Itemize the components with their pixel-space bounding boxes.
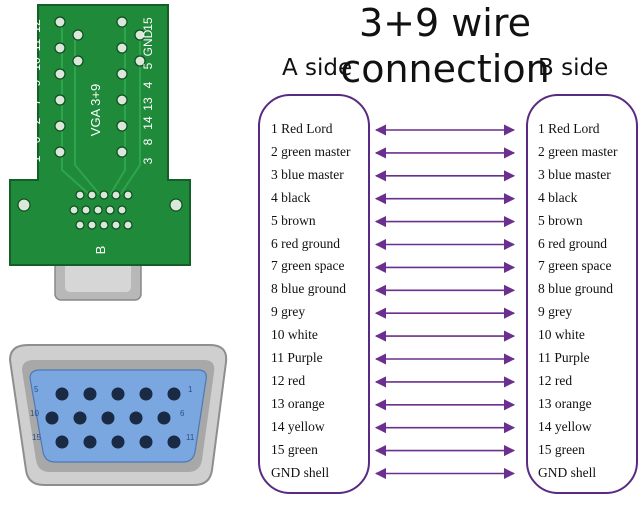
wire-label-a: 10 white: [271, 327, 318, 343]
board-pin-label: 10: [29, 57, 43, 71]
board-pin-label: 2: [29, 117, 43, 124]
board-pin-label: 13: [141, 97, 155, 111]
board-pin-label: 6: [29, 136, 43, 143]
board-pin-label: 5: [141, 62, 155, 69]
conn-num-1: 1: [188, 385, 193, 394]
side-b-capsule: [526, 94, 638, 494]
board-pin-label: GND: [141, 29, 155, 56]
wire-label-b: 5 brown: [538, 212, 583, 228]
wire-label-a: 3 blue master: [271, 166, 344, 182]
side-a-heading: A side: [282, 55, 353, 81]
wire-label-a: 4 black: [271, 189, 311, 205]
wire-label-b: 10 white: [538, 327, 585, 343]
wire-label-a: 14 yellow: [271, 418, 325, 434]
board-pin-label: 8: [141, 138, 155, 145]
wire-label-b: 7 green space: [538, 258, 612, 274]
wire-label-b: 6 red ground: [538, 235, 607, 251]
board-pin-label: 7: [29, 98, 43, 105]
board-pin-label: 3: [141, 157, 155, 164]
wire-label-a: 12 red: [271, 372, 306, 388]
wire-label-a: 7 green space: [271, 258, 345, 274]
conn-num-6: 6: [180, 409, 185, 418]
wire-label-b: 9 grey: [538, 304, 573, 320]
wire-label-b: 2 green master: [538, 143, 618, 159]
board-pin-label: 11: [29, 38, 43, 51]
board-b-mark: B: [93, 246, 108, 255]
wire-label-b: 11 Purple: [538, 350, 590, 365]
board-pin-label: 4: [141, 81, 155, 88]
board-pin-label: 9: [29, 79, 43, 86]
side-a-capsule: [258, 94, 370, 494]
conn-num-11: 11: [186, 433, 195, 442]
wire-label-a: GND shell: [271, 464, 330, 480]
wire-label-b: 12 red: [538, 372, 573, 388]
wire-label-b: 13 orange: [538, 395, 592, 411]
side-b-heading: B side: [538, 55, 609, 81]
wire-label-b: 15 green: [538, 441, 585, 457]
wire-label-a: 15 green: [271, 441, 318, 457]
wire-label-a: 13 orange: [271, 395, 325, 411]
wire-label-b: 1 Red Lord: [538, 121, 600, 136]
wire-label-a: 11 Purple: [271, 350, 323, 365]
wire-label-a: 6 red ground: [271, 235, 340, 251]
conn-num-5: 5: [34, 385, 39, 394]
diagram-title: 3+9 wire connection: [340, 1, 550, 91]
wire-label-b: GND shell: [538, 464, 597, 480]
wire-label-b: 8 blue ground: [538, 281, 613, 297]
conn-num-15: 15: [32, 433, 41, 442]
conn-num-10: 10: [30, 409, 39, 418]
wire-label-a: 1 Red Lord: [271, 121, 333, 136]
wire-label-a: 2 green master: [271, 143, 351, 159]
board-pin-label: 1: [29, 155, 43, 162]
board-center-text: VGA 3+9: [88, 84, 103, 136]
wire-label-a: 9 grey: [271, 304, 306, 320]
board-pin-label: 15: [141, 17, 155, 31]
board-pin-label: 12: [29, 19, 43, 33]
wire-label-a: 5 brown: [271, 212, 316, 228]
wire-label-b: 4 black: [538, 189, 578, 205]
board-pin-label: 14: [141, 116, 155, 130]
wire-label-b: 14 yellow: [538, 418, 592, 434]
wire-label-a: 8 blue ground: [271, 281, 346, 297]
wire-label-b: 3 blue master: [538, 166, 611, 182]
